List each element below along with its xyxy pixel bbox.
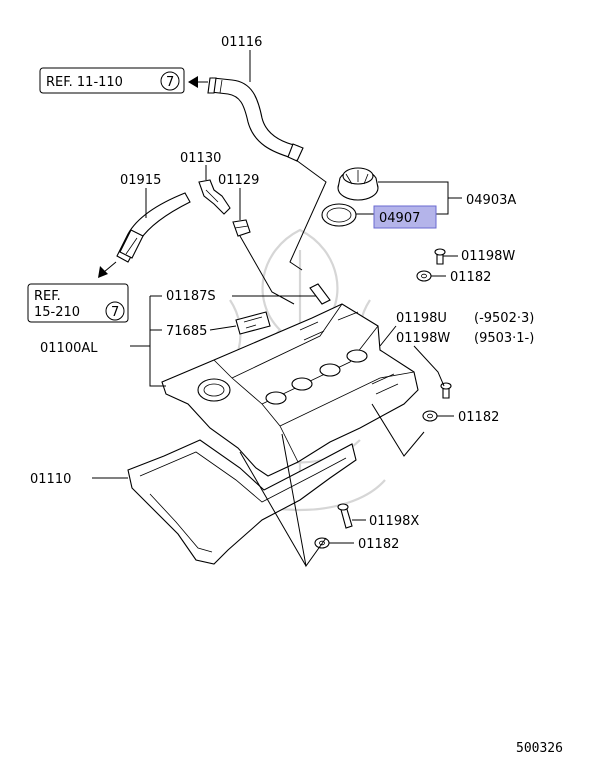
ref-box-15-210-line1: REF. [34, 289, 61, 304]
diagram-id: 500326 [516, 741, 563, 756]
washer-01182-mid-part [422, 410, 438, 422]
label-01110[interactable]: 01110 [30, 472, 71, 487]
pcv-valve-part [198, 179, 231, 215]
ref-box-11-110[interactable]: REF. 11-110 7 [39, 67, 185, 94]
label-plate-part [235, 311, 271, 335]
bolt-01198w-top-part [434, 248, 446, 265]
grommet-part [232, 219, 251, 237]
pcv-hose-part [116, 192, 191, 263]
ref-box-15-210-circle-number: 7 [111, 305, 119, 320]
label-01182-top[interactable]: 01182 [450, 270, 491, 285]
label-01182-bot[interactable]: 01182 [358, 537, 399, 552]
oil-filler-cap-part [337, 167, 379, 201]
label-04907-highlight[interactable]: 04907 [373, 205, 437, 229]
arrow-left-icon [188, 76, 198, 88]
cover-gasket-part [127, 439, 357, 565]
label-01130[interactable]: 01130 [180, 151, 221, 166]
label-01129[interactable]: 01129 [218, 173, 259, 188]
label-01182-mid[interactable]: 01182 [458, 410, 499, 425]
label-01187s[interactable]: 01187S [166, 289, 216, 304]
label-01198u[interactable]: 01198U [396, 311, 447, 326]
label-04903a[interactable]: 04903A [466, 193, 516, 208]
leader-lines [92, 50, 462, 568]
ref-box-11-110-circle-number: 7 [166, 75, 174, 90]
rocker-cover-part [161, 303, 419, 477]
label-04907: 04907 [379, 211, 420, 226]
bolt-01198x-part [337, 503, 353, 529]
gasket-ring-part [321, 203, 357, 227]
label-01198x[interactable]: 01198X [369, 514, 419, 529]
ref-box-15-210-line2: 15-210 [34, 305, 80, 320]
ref-box-15-210[interactable]: REF. 15-210 7 [27, 283, 129, 323]
label-01198w-mid[interactable]: 01198W [396, 331, 450, 346]
bolt-01198u-part [440, 382, 452, 399]
arrow-heads [98, 76, 198, 278]
label-01198u-range: (-9502·3) [474, 311, 534, 326]
arrow-down-left-icon [98, 266, 108, 278]
label-01198w-range: (9503·1-) [474, 331, 534, 346]
ref-box-11-110-label: REF. 11-110 [46, 75, 123, 90]
label-01915[interactable]: 01915 [120, 173, 161, 188]
washer-01182-top-part [416, 270, 432, 282]
plug-part [309, 283, 331, 305]
label-71685[interactable]: 71685 [166, 324, 207, 339]
breather-hose-part [207, 77, 304, 162]
label-01198w-top[interactable]: 01198W [461, 249, 515, 264]
label-01100al[interactable]: 01100AL [40, 341, 98, 356]
label-01116[interactable]: 01116 [221, 35, 262, 50]
